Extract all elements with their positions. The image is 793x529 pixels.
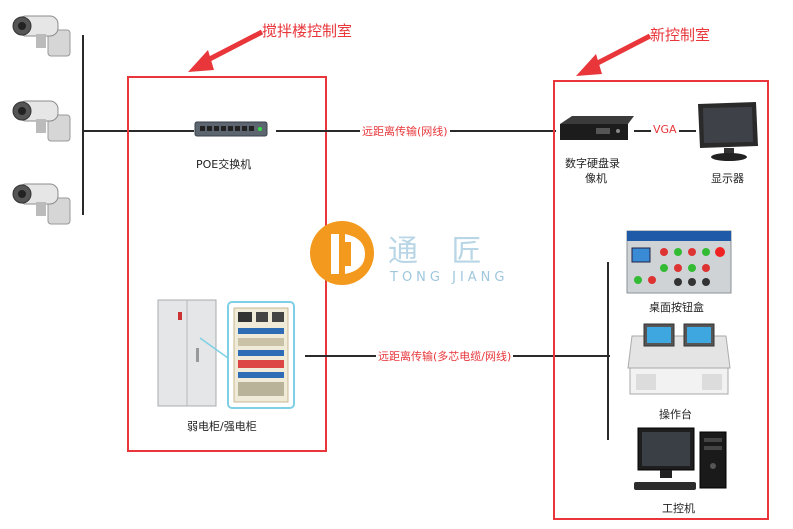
monitor-icon [698,102,758,161]
right-bus-line [607,262,609,440]
cabinet-icon [157,299,295,409]
logo-icon [310,221,374,285]
watermark-latin: TONG JIANG [390,270,509,285]
watermark-chinese: 通 匠 [388,234,494,269]
button-box-label: 桌面按钮盒 [649,301,704,314]
vga-label: VGA [651,123,679,136]
dvr-icon [560,116,634,140]
cabinet-label: 弱电柜/强电柜 [187,420,257,433]
camera-icon [12,15,71,57]
dvr-label-line1: 数字硬盘录 [565,157,620,170]
arrow-icon [188,29,264,72]
right-room-title: 新控制室 [650,26,711,44]
pc-icon [634,427,727,490]
camera-icon [12,183,71,225]
workstation-label: 工控机 [662,502,695,515]
right-control-room-box [553,80,769,520]
button-box-icon [626,230,732,294]
top-link-label: 远距离传输(网线) [360,123,450,139]
left-room-title: 搅拌楼控制室 [262,22,353,40]
console-label: 操作台 [659,408,692,421]
poe-switch-label: POE交换机 [196,158,252,171]
camera-icon [12,100,71,142]
camera-to-switch-line [82,130,194,132]
console-icon [627,323,731,395]
arrow-icon [576,33,652,76]
dvr-label-line2: 像机 [585,172,607,185]
camera-bus-line [82,35,84,215]
bottom-link-label: 远距离传输(多芯电缆/网线) [376,348,514,364]
switch-icon [194,121,268,137]
monitor-label: 显示器 [711,172,744,185]
